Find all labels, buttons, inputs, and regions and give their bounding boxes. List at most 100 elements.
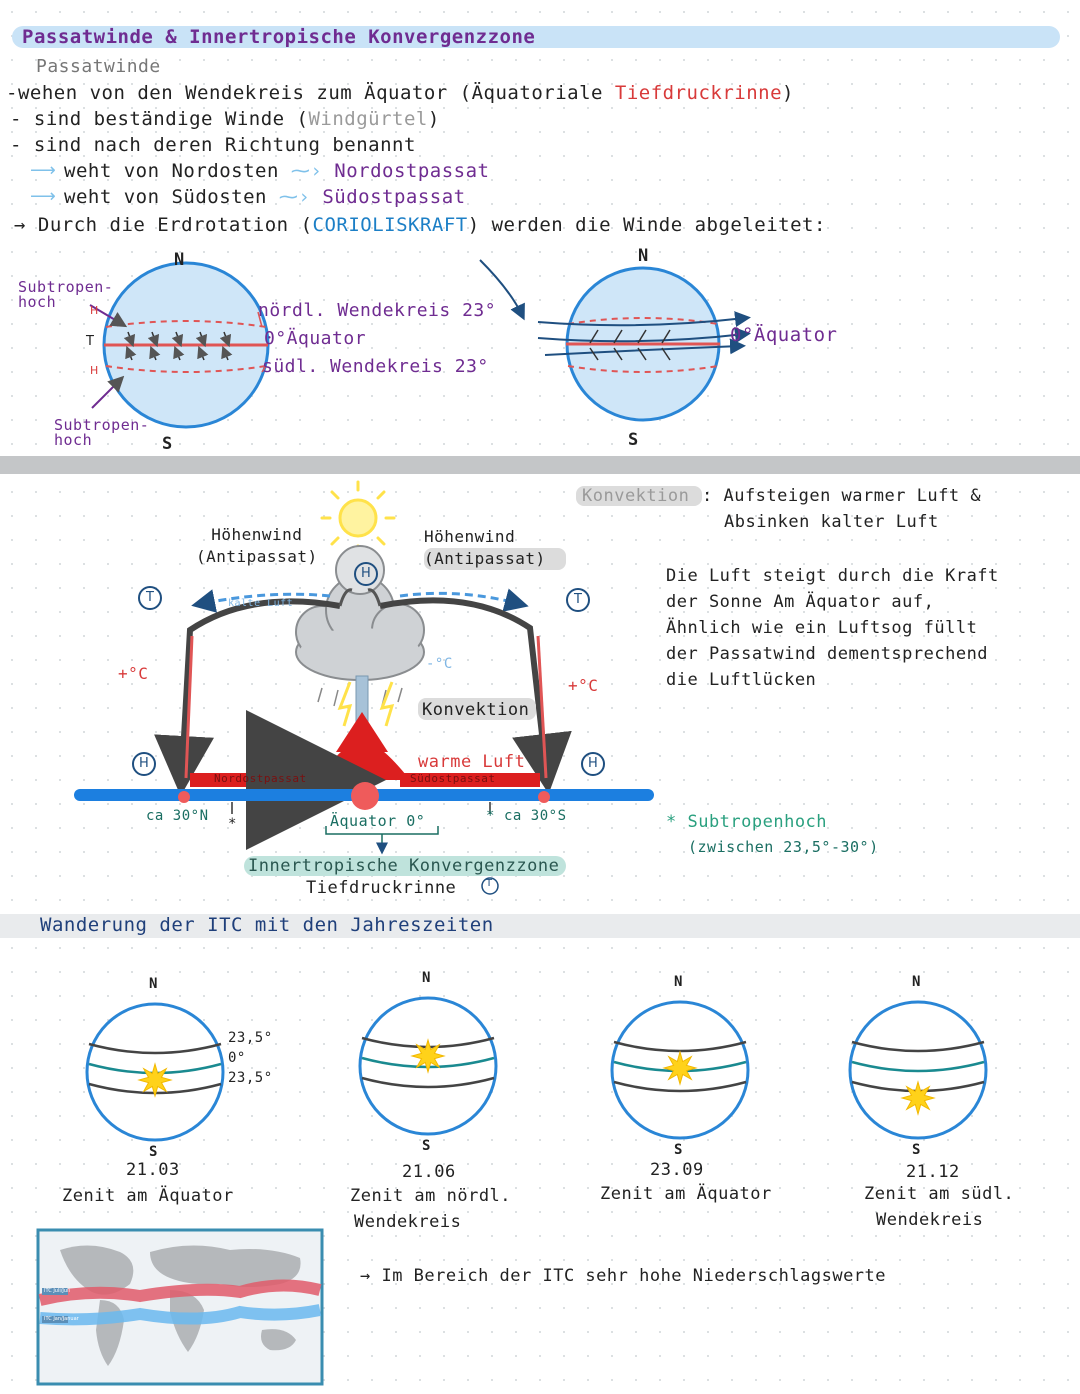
globe-1-h-bot: H bbox=[90, 364, 99, 377]
t-symbol: T bbox=[486, 878, 493, 889]
hoehenwind-right: Höhenwind (Antipassat) bbox=[424, 527, 546, 568]
map-legend-1: ITC Juli/Juli bbox=[44, 1288, 70, 1294]
intro-line-5: weht von Südosten ⁓› Südostpassat bbox=[64, 186, 466, 208]
t-symbol: T bbox=[574, 592, 582, 607]
konvektion-term: Konvektion bbox=[582, 486, 690, 506]
convection-diagram bbox=[74, 480, 654, 895]
globe-1-south: S bbox=[162, 434, 173, 454]
subtropen-hoch-bottom: Subtropen- hoch bbox=[54, 416, 150, 449]
season-2-north: N bbox=[422, 970, 431, 986]
lat-bot: 23,5° bbox=[228, 1070, 273, 1086]
konvektion-label: Konvektion bbox=[422, 700, 530, 720]
aequator-label: Äquator 0° bbox=[330, 812, 426, 830]
low-pressure-icon bbox=[138, 586, 162, 610]
explain-4: der Passatwind dementsprechend bbox=[666, 644, 989, 664]
season-2-date: 21.06 bbox=[402, 1162, 456, 1182]
season-globe-1 bbox=[85, 1002, 225, 1142]
intro-line-6: → Durch die Erdrotation (CORIOLISKRAFT) … bbox=[14, 214, 826, 236]
ca-30-s-label: ca 30°S bbox=[504, 808, 567, 824]
subtropenhoch-range: (zwischen 23,5°-30°) bbox=[688, 838, 879, 856]
sun-icon bbox=[320, 480, 396, 554]
title-highlight bbox=[12, 26, 1060, 48]
h-symbol: H bbox=[588, 756, 598, 771]
globe-2 bbox=[537, 266, 751, 422]
kalte-luft-label: kalte Luft bbox=[228, 598, 294, 609]
explain-3: Ähnlich wie ein Luftsog füllt bbox=[666, 618, 978, 638]
konvektion-label-highlight bbox=[418, 698, 536, 720]
explain-1: Die Luft steigt durch die Kraft bbox=[666, 566, 999, 586]
warme-luft-label: warme Luft bbox=[418, 752, 526, 772]
section-divider bbox=[0, 456, 1080, 474]
itc-highlight bbox=[244, 856, 566, 876]
map-note: → Im Bereich der ITC sehr hohe Niedersch… bbox=[360, 1266, 887, 1286]
arrow-icon: ⟶ bbox=[30, 160, 56, 181]
season-1-north: N bbox=[149, 976, 158, 992]
map-legend-2: ITC Jan/Januar bbox=[44, 1316, 79, 1322]
globe-1-h-top: H bbox=[90, 304, 99, 317]
lat-mid: 0° bbox=[228, 1050, 246, 1066]
globe-1-t-mid: T bbox=[86, 334, 94, 349]
label-south-tropic: südl. Wendekreis 23° bbox=[262, 356, 489, 377]
h-symbol: H bbox=[139, 756, 149, 771]
star-marker: * bbox=[228, 816, 237, 832]
hoehenwind-left: Höhenwind (Antipassat) bbox=[196, 525, 318, 566]
season-4-desc: Zenit am südl. bbox=[864, 1184, 1015, 1204]
h-symbol: H bbox=[361, 566, 371, 581]
season-4-south: S bbox=[912, 1142, 921, 1158]
season-1-desc: Zenit am Äquator bbox=[62, 1186, 234, 1206]
antipassat-highlight bbox=[424, 548, 566, 570]
page-title: Passatwinde & Innertropische Konvergenzz… bbox=[22, 26, 536, 48]
star-marker: * bbox=[486, 808, 495, 824]
season-2-south: S bbox=[422, 1138, 431, 1154]
season-3-south: S bbox=[674, 1142, 683, 1158]
konvektion-def-1: : Aufsteigen warmer Luft & bbox=[702, 486, 982, 506]
suedostpassat-label: Südostpassat bbox=[410, 772, 496, 785]
low-pressure-icon bbox=[481, 877, 499, 895]
arrow-icon: → bbox=[14, 214, 26, 236]
season-1-south: S bbox=[149, 1144, 158, 1160]
t-symbol: T bbox=[146, 590, 154, 605]
section-divider bbox=[0, 914, 1080, 938]
globe-2-north: N bbox=[638, 246, 649, 266]
globe-2-equator-label: 0°Äquator bbox=[730, 324, 838, 346]
globe-2-south: S bbox=[628, 430, 639, 450]
explain-5: die Luftlücken bbox=[666, 670, 817, 690]
season-4-north: N bbox=[912, 974, 921, 990]
nordostpassat-label: Nordostpassat bbox=[214, 772, 307, 785]
world-map bbox=[36, 1228, 324, 1386]
subtropen-hoch-top: Subtropen- hoch bbox=[18, 278, 114, 311]
intro-line-2: - sind beständige Winde (Windgürtel) bbox=[10, 108, 440, 130]
seasons-title: Wanderung der ITC mit den Jahreszeiten bbox=[40, 914, 494, 936]
season-globe-4 bbox=[848, 1000, 988, 1140]
arrow-icon: ⟶ bbox=[30, 186, 56, 207]
intro-line-3: - sind nach deren Richtung benannt bbox=[10, 134, 416, 156]
minus-c-label: -°C bbox=[426, 656, 453, 672]
season-2-desc: Zenit am nördl. bbox=[350, 1186, 512, 1206]
season-3-date: 23.09 bbox=[650, 1160, 704, 1180]
high-pressure-icon bbox=[132, 752, 156, 776]
sun-icon bbox=[900, 1080, 936, 1116]
season-globe-3 bbox=[610, 1000, 750, 1140]
low-pressure-icon bbox=[566, 588, 590, 612]
itc-title: Innertropische Konvergenzzone bbox=[248, 856, 560, 876]
itc-subtitle: Tiefdruckrinne bbox=[306, 878, 457, 898]
globe-1-north: N bbox=[174, 250, 185, 270]
wavy-arrow-icon: ⁓› bbox=[290, 160, 323, 182]
wavy-arrow-icon: ⁓› bbox=[278, 186, 311, 208]
season-globes bbox=[85, 996, 988, 1142]
high-pressure-icon bbox=[354, 562, 378, 586]
lat-top: 23,5° bbox=[228, 1030, 273, 1046]
konvektion-def-2: Absinken kalter Luft bbox=[724, 512, 939, 532]
season-4-date: 21.12 bbox=[906, 1162, 960, 1182]
label-north-tropic: nördl. Wendekreis 23° bbox=[258, 300, 497, 321]
sun-icon bbox=[137, 1062, 173, 1098]
plus-c-left: +°C bbox=[118, 664, 149, 683]
subtropenhoch-note: * Subtropenhoch bbox=[666, 812, 828, 832]
season-4-desc-2: Wendekreis bbox=[876, 1210, 984, 1230]
transition-arrow bbox=[479, 259, 525, 321]
konvektion-highlight bbox=[576, 486, 702, 506]
section-subtitle: Passatwinde bbox=[36, 56, 161, 77]
explain-2: der Sonne Am Äquator auf, bbox=[666, 592, 935, 612]
intro-line-4: weht von Nordosten ⁓› Nordostpassat bbox=[64, 160, 490, 182]
globe-1 bbox=[89, 261, 270, 429]
